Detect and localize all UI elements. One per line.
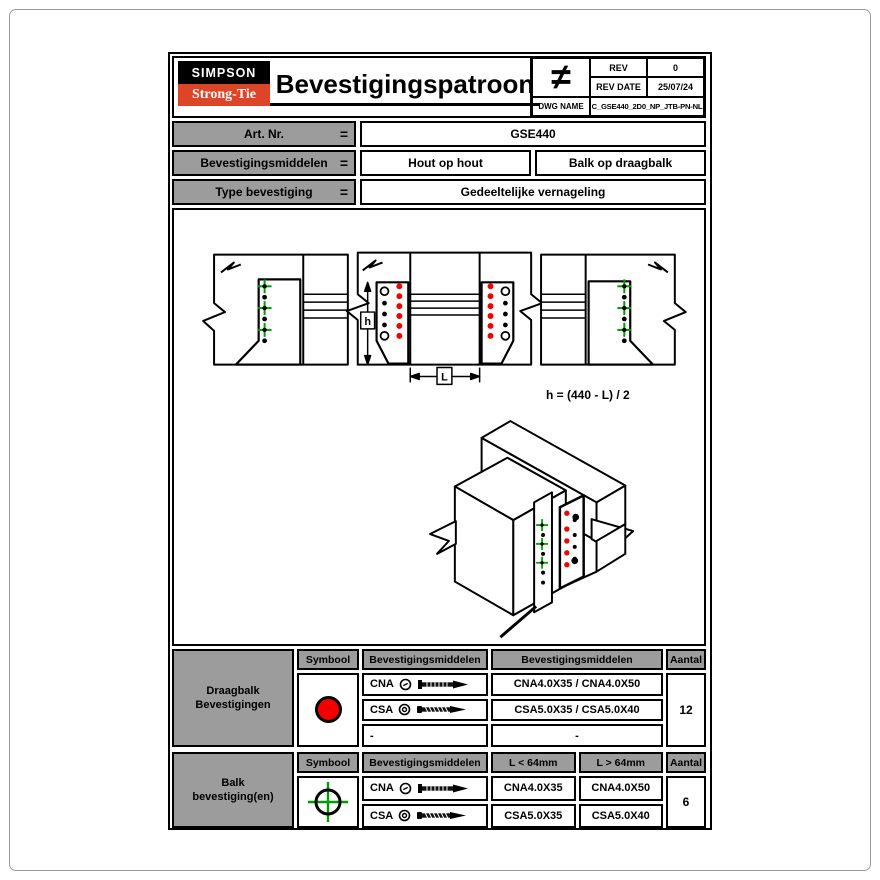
equals-sign: = [339,126,348,142]
equals-sign: = [339,184,348,200]
header-aantal: Aantal [666,752,706,773]
csa-fastener-cell: CSA [362,803,488,828]
technical-drawing: h L [202,251,687,639]
nail-head-icon [399,782,412,795]
drawing-sheet: SIMPSON Strong-Tie Bevestigingspatroon ≠… [168,52,712,830]
balk-fastener-table: Balk bevestiging(en) Symbool Bevestiging… [172,752,706,828]
art-nr-value: GSE440 [360,121,706,147]
screw-head-icon [398,809,411,822]
balk-op-draagbalk-value: Balk op draagbalk [535,150,706,176]
height-formula: h = (440 - L) / 2 [546,388,630,402]
balk-row-label: Balk bevestiging(en) [172,752,294,828]
screw-head-icon [398,704,411,716]
cna-long-size-cell: CNA4.0X50 [578,776,663,801]
revision-table: ≠ REV 0 REV DATE 25/07/24 DWG NAME C_GSE… [530,58,704,116]
cna-short-size-cell: CNA4.0X35 [491,776,576,801]
header-symbool: Symbool [297,752,359,773]
simpson-strongtie-logo: SIMPSON Strong-Tie [178,61,270,106]
dim-h-label: h [364,316,371,328]
sheet-title: Bevestigingspatroon [269,58,541,116]
not-equal-icon: ≠ [532,58,590,97]
dwg-name-label: DWG NAME [532,96,590,116]
bevestigingsmiddelen-label-cell: Bevestigingsmiddelen = [172,150,356,176]
cna-fastener-cell: CNA [362,673,488,696]
header-bevestigingsmiddelen: Bevestigingsmiddelen [362,752,488,773]
csa-fastener-cell: CSA [362,698,488,722]
draagbalk-nail-symbols-front-view [379,283,511,341]
header-aantal: Aantal [666,649,706,670]
title-block: SIMPSON Strong-Tie Bevestigingspatroon ≠… [172,56,706,118]
dimension-h [359,281,376,366]
empty-fastener-cell: - [362,724,488,747]
balk-symbol-cell [297,776,359,828]
rev-label: REV [590,58,647,78]
dwg-name-value: C_GSE440_2D0_NP_JTB-PN-NL [590,96,704,116]
header-l-groter-64: L > 64mm [578,752,663,773]
logo-strongtie: Strong-Tie [178,84,270,106]
draagbalk-symbol-cell [297,673,359,747]
nail-icon [417,783,468,793]
green-crosshair-symbol-icon [308,782,348,822]
red-circle-symbol-icon [314,696,342,724]
empty-sizes-cell: - [491,724,663,747]
draagbalk-row-label: Draagbalk Bevestigingen [172,649,294,747]
header-bevestigingsmiddelen: Bevestigingsmiddelen [362,649,488,670]
cna-fastener-cell: CNA [362,776,488,801]
hout-op-hout-value: Hout op hout [360,150,531,176]
balk-nail-symbols-right-view [617,279,632,344]
nail-head-icon [399,678,412,691]
type-bevestiging-label-cell: Type bevestiging = [172,179,356,205]
draagbalk-aantal-cell: 12 [666,673,706,747]
drawing-area: h L h = (440 - L) / 2 [172,208,706,646]
balk-aantal-cell: 6 [666,776,706,828]
header-l-kleiner-64: L < 64mm [491,752,576,773]
isometric-view [429,420,635,639]
screw-icon [417,706,467,714]
rev-value: 0 [647,58,704,78]
type-bevestiging-value: Gedeeltelijke vernageling [360,179,706,205]
header-symbool: Symbool [297,649,359,670]
art-nr-label-cell: Art. Nr. = [172,121,356,147]
screw-icon [417,812,467,820]
screen-border [9,9,871,871]
info-row-type-bevestiging: Type bevestiging = Gedeeltelijke vernage… [172,179,706,205]
info-row-bevestigingsmiddelen: Bevestigingsmiddelen = Hout op hout Balk… [172,150,706,176]
rev-date-label: REV DATE [590,77,647,97]
csa-short-size-cell: CSA5.0X35 [491,803,576,828]
info-row-art-nr: Art. Nr. = GSE440 [172,121,706,147]
csa-sizes-cell: CSA5.0X35 / CSA5.0X40 [491,698,663,722]
equals-sign: = [339,155,348,171]
logo-simpson: SIMPSON [178,61,270,84]
dim-l-label: L [441,371,448,383]
cna-sizes-cell: CNA4.0X35 / CNA4.0X50 [491,673,663,696]
csa-long-size-cell: CSA5.0X40 [578,803,663,828]
balk-nail-symbols-left-view [257,279,272,344]
header-bevestigingsmiddelen-2: Bevestigingsmiddelen [491,649,663,670]
nail-icon [417,679,468,689]
rev-date-value: 25/07/24 [647,77,704,97]
draagbalk-fastener-table: Draagbalk Bevestigingen Symbool Bevestig… [172,649,706,747]
dimension-l [409,366,481,386]
